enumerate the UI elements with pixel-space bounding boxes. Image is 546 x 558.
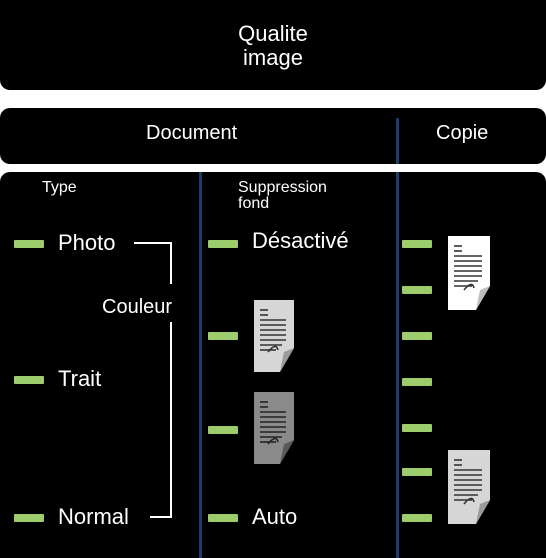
background-heading: Suppression fond: [238, 180, 327, 212]
background-auto[interactable]: Auto: [252, 504, 298, 529]
copy-level-1-led: [402, 240, 432, 248]
copy-level-2-led: [402, 286, 432, 294]
copy-level-6-led: [402, 468, 432, 476]
bracket-line: [170, 322, 172, 518]
copy-level-7-led: [402, 514, 432, 522]
background-level-2-led: [208, 426, 238, 434]
background-heading-line-1: Suppression: [238, 179, 327, 196]
image-quality-title: Qualite image: [0, 22, 546, 70]
type-text-led: [14, 376, 44, 384]
background-off-led: [208, 240, 238, 248]
copy-level-5-led: [402, 424, 432, 432]
type-heading: Type: [42, 179, 77, 196]
document-icon: [448, 450, 494, 529]
settings-panel: Type Photo Couleur Trait Normal Suppress…: [0, 172, 546, 558]
tab-copy[interactable]: Copie: [436, 122, 489, 144]
type-normal-led: [14, 514, 44, 522]
type-text[interactable]: Trait: [58, 366, 102, 391]
title-line-1: Qualite: [238, 21, 308, 46]
title-line-2: image: [243, 45, 303, 70]
background-level-1-led: [208, 332, 238, 340]
section-header: Document Copie: [0, 108, 546, 164]
image-quality-header: Qualite image: [0, 0, 546, 90]
copy-level-3-led: [402, 332, 432, 340]
bracket-line: [150, 516, 172, 518]
tab-document[interactable]: Document: [146, 122, 238, 144]
type-normal[interactable]: Normal: [58, 504, 129, 529]
divider: [396, 172, 399, 558]
divider: [396, 118, 399, 164]
background-auto-led: [208, 514, 238, 522]
document-icon: [448, 236, 494, 315]
color-group-label: Couleur: [102, 296, 173, 318]
bracket-line: [134, 242, 172, 244]
background-off[interactable]: Désactivé: [252, 228, 349, 253]
document-icon: [254, 300, 300, 377]
copy-level-4-led: [402, 378, 432, 386]
type-photo-led: [14, 240, 44, 248]
type-photo[interactable]: Photo: [58, 230, 116, 255]
background-heading-line-2: fond: [238, 195, 270, 212]
divider: [199, 172, 202, 558]
bracket-line: [170, 242, 172, 284]
document-icon: [254, 392, 300, 469]
